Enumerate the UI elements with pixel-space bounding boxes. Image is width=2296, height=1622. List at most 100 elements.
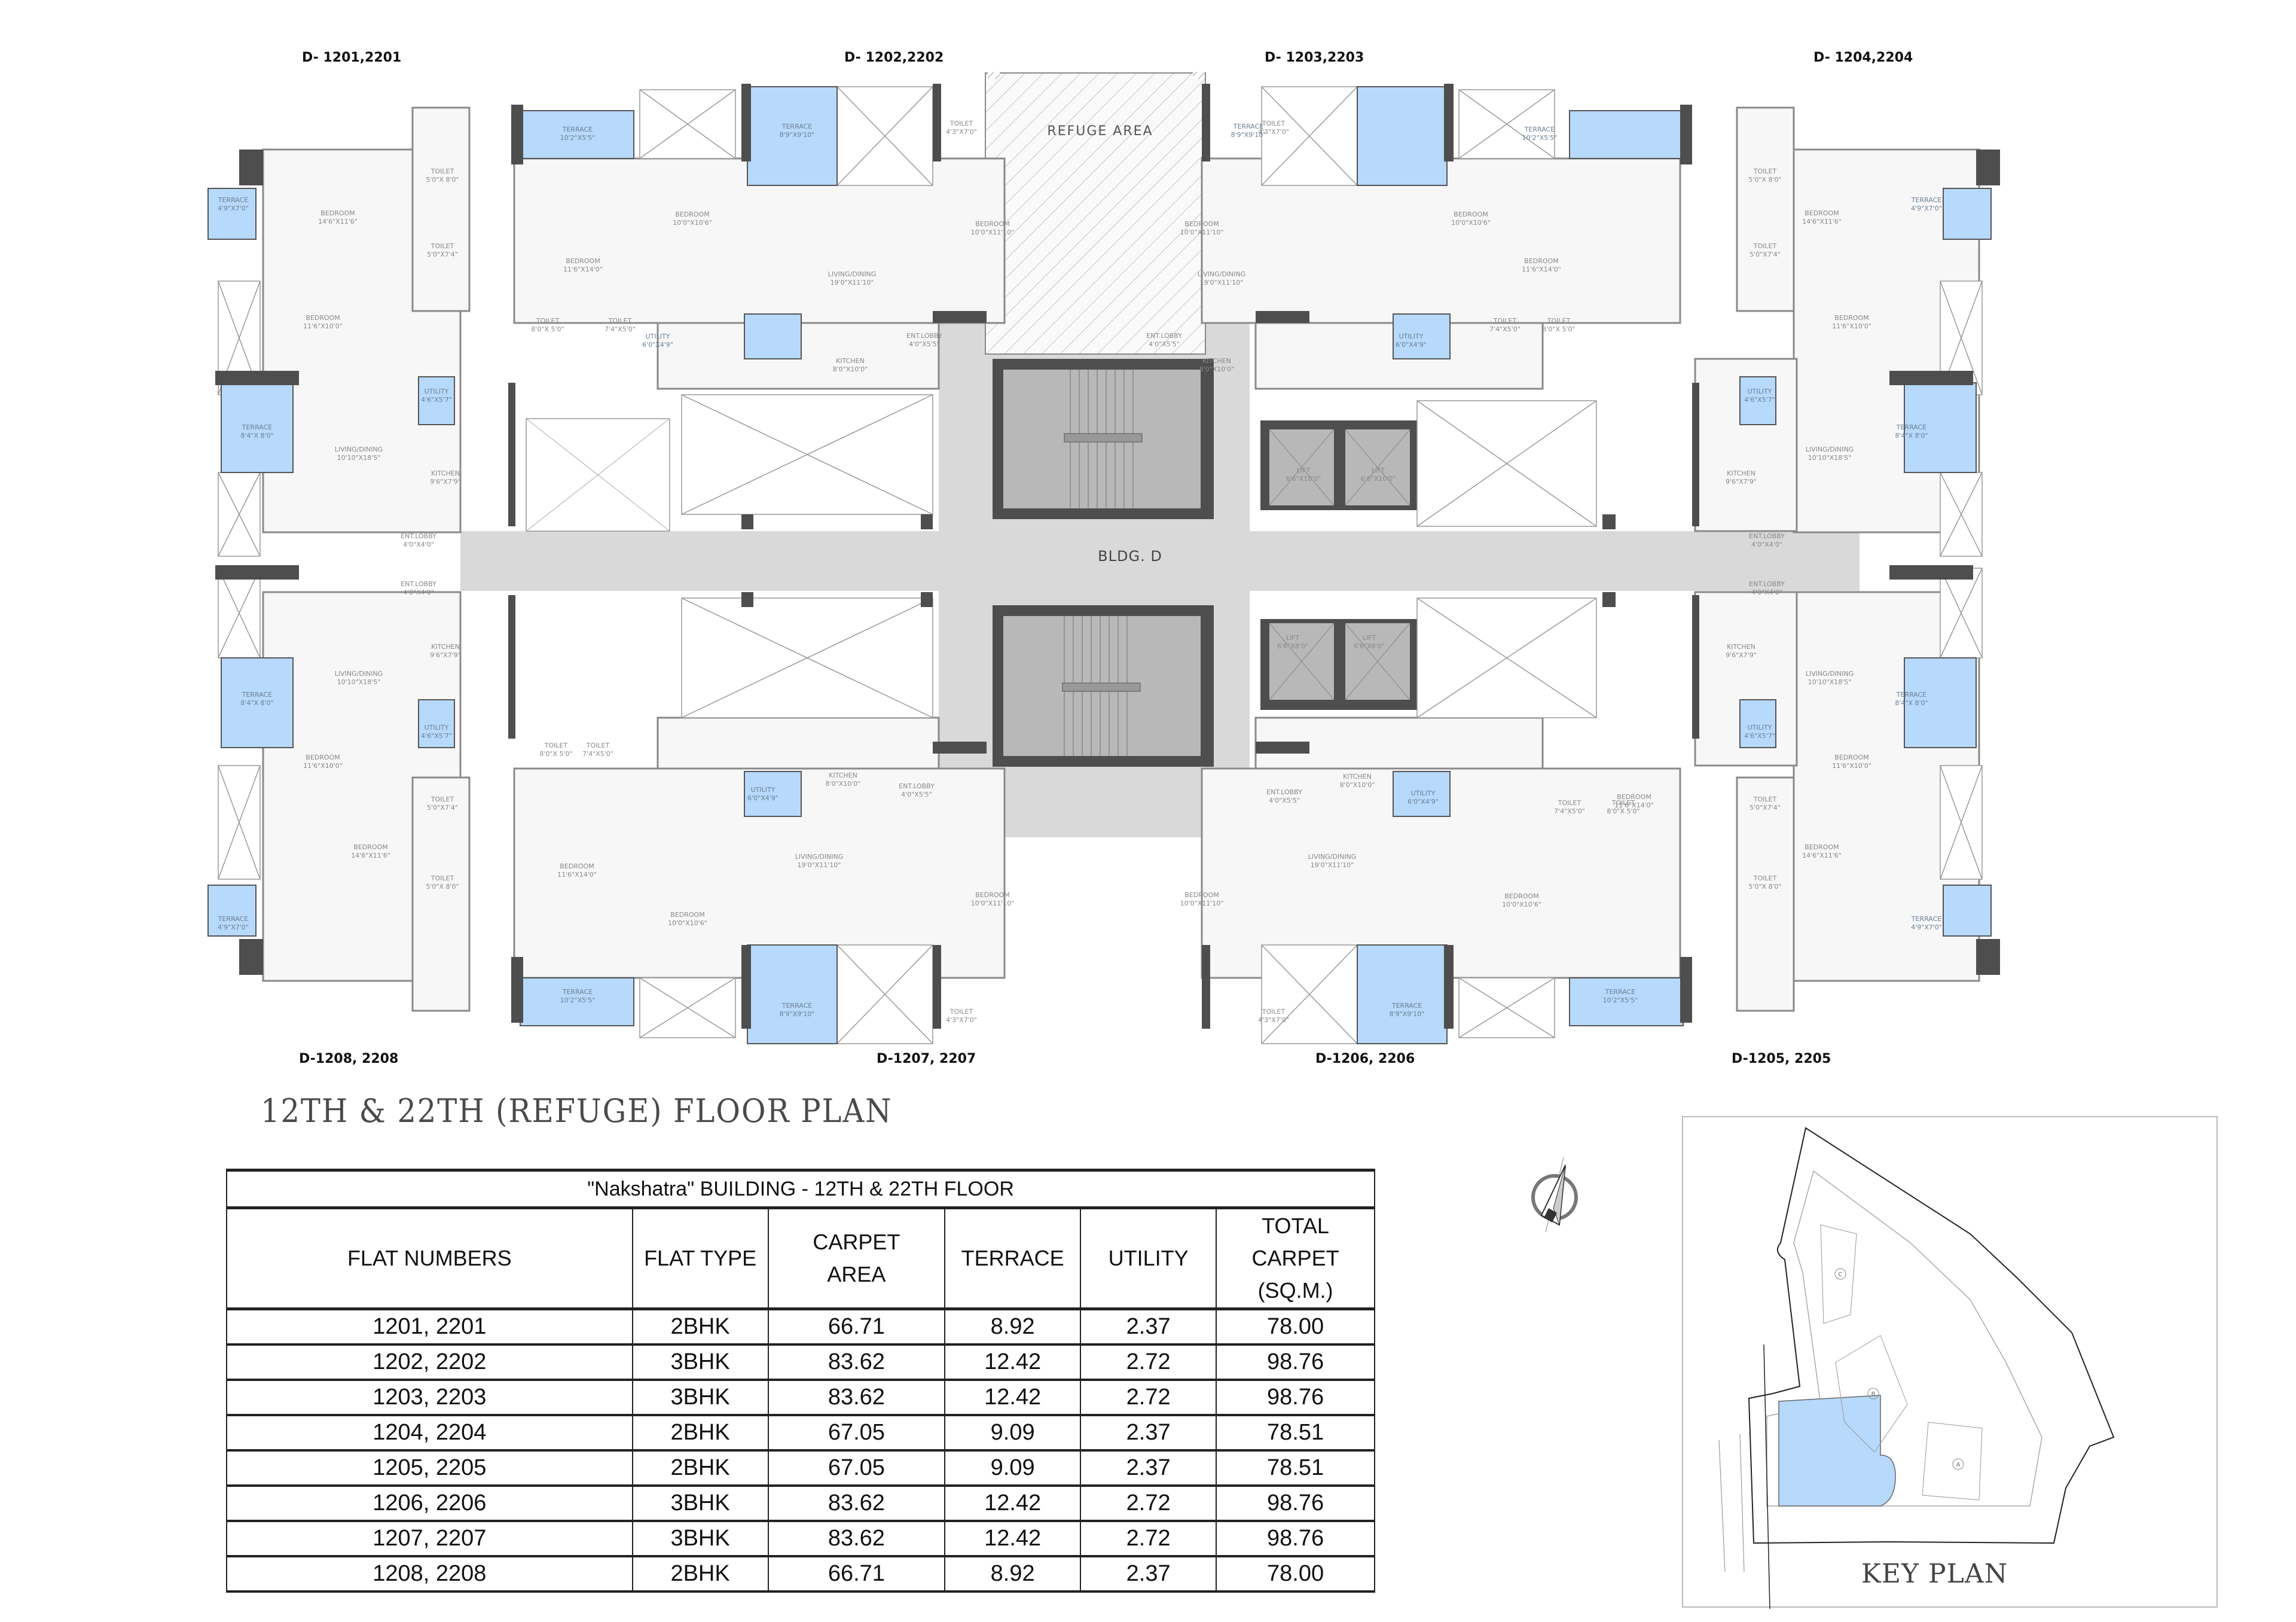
staircase-south [993,605,1214,767]
room-size: 6'0"X4'9" [1407,798,1439,806]
room-name-kitchen: KITCHEN [829,772,857,779]
room-size: 4'0"X4'0" [1751,589,1782,596]
room-size: 7'4"X5'0" [604,325,636,333]
svg-text:REFUGE AREA: REFUGE AREA [1047,124,1153,139]
room-size: 5'0"X7'4" [427,804,458,812]
room-size: 10'0"X10'6" [1502,901,1541,908]
room-name-utility: UTILITY [751,786,775,794]
room-size: 9'6"X7'9" [1726,651,1757,659]
room-name-toilet: TOILET [544,742,568,749]
unit-tag-1206: D-1206, 2206 [1315,1051,1415,1066]
room-size: 7'4"X5'0" [582,750,613,758]
room-name-toilet: TOILET [949,1008,973,1016]
room-name-bedroom: BEDROOM [320,209,355,217]
room-name-terrace: TERRACE [1391,1002,1422,1010]
room-size: 10'2"X5'5" [1603,996,1638,1004]
room-name-bedroom: BEDROOM [1834,754,1868,761]
room-size: 8'0"X 5'0" [1542,325,1575,333]
columns [215,84,2000,1029]
room-name-terrace: TERRACE [562,988,593,996]
room-size: 6'0"X4'9" [642,341,673,349]
room-size: 4'6"X5'7" [1744,396,1775,404]
cell-terrace: 8.92 [944,1556,1082,1593]
room-size: 11'6"X14'0" [1614,801,1654,809]
room-name-living-dining: LIVING/DINING [828,270,877,278]
room-size: 4'3"X7'0" [946,1016,977,1024]
cell-flat-numbers: 1201, 2201 [226,1307,633,1346]
room-name-terrace: TERRACE [562,126,593,133]
svg-text:A: A [1956,1462,1961,1468]
room-size: 4'6"X5'7" [1744,732,1775,740]
col-flat-type: FLAT TYPE [631,1207,769,1310]
room-name-toilet: TOILET [1753,167,1777,175]
cell-carpet-area: 66.71 [767,1556,946,1593]
room-name-toilet: TOILET [1262,120,1286,127]
cell-terrace: 12.42 [944,1344,1082,1381]
room-size: 8'9"X9'10" [780,1010,815,1018]
room-size: 8'0"X10'0" [1199,365,1235,373]
room-name-terrace: TERRACE [242,423,273,431]
cell-flat-numbers: 1207, 2207 [226,1520,633,1557]
room-name-bedroom: BEDROOM [975,220,1009,228]
room-name-kitchen: KITCHEN [1343,773,1372,780]
room-size: 5'0"X 8'0" [426,176,459,184]
room-name-utility: UTILITY [1399,333,1424,340]
room-name-bedroom: BEDROOM [1805,843,1839,851]
cell-utility: 2.72 [1080,1379,1217,1416]
room-name-utility: UTILITY [425,388,449,395]
room-name-terrace: TERRACE [242,691,273,699]
room-size: 5'0"X 8'0" [1748,176,1781,184]
cell-utility: 2.37 [1080,1450,1217,1487]
room-size: 14'6"X11'6" [351,852,390,859]
svg-text:B: B [1871,1391,1876,1398]
room-size: 9'6"X7'9" [1726,478,1757,486]
room-size: 6'6"X10'0" [1286,475,1321,483]
room-size: 8'0"X 5'0" [1607,807,1639,815]
room-size: 6'0"X4'9" [747,794,778,802]
room-size: 4'0"X5'5" [901,791,932,798]
cell-terrace: 8.92 [944,1307,1082,1346]
col-flat-numbers: FLAT NUMBERS [226,1207,633,1310]
room-name-toilet: TOILET [1558,799,1581,807]
room-name-terrace: TERRACE [781,1002,813,1010]
building-label: BLDG. D [1098,548,1162,565]
room-size: 19'0"X11'10" [1200,279,1244,286]
room-size: 4'0"X4'0" [403,541,434,548]
room-size: 8'4"X 8'0" [240,432,273,440]
key-plan-label: KEY PLAN [1861,1559,2008,1589]
room-name-kitchen: KITCHEN [431,469,460,477]
room-name-terrace: TERRACE [1605,988,1636,996]
room-name-ent-lobby: ENT.LOBBY [401,580,436,588]
north-arrow-icon [1531,1157,1578,1232]
room-name-terrace: TERRACE [1896,691,1927,699]
cell-carpet-area: 83.62 [767,1344,946,1381]
cell-flat-type: 3BHK [631,1344,769,1381]
room-size: 6'0"X4'9" [1396,341,1427,349]
room-labels: TERRACE4'9"X7'0"BEDROOM14'6"X11'6"TOILET… [218,120,1942,1024]
room-size: 5'0"X7'4" [1750,804,1781,812]
room-name-terrace: TERRACE [218,915,249,923]
cell-flat-numbers: 1205, 2205 [226,1450,633,1487]
cell-utility: 2.72 [1080,1520,1217,1557]
room-size: 8'0"X 5'0" [539,750,572,758]
unit-tag-1205: D-1205, 2205 [1732,1051,1831,1066]
room-size: 11'6"X10'0" [1832,322,1871,330]
room-size: 4'0"X4'0" [1751,541,1782,548]
table-caption: "Nakshatra" BUILDING - 12TH & 22TH FLOOR [226,1169,1375,1209]
room-size: 6'6"X10'0" [1361,475,1396,483]
room-name-toilet: TOILET [430,167,454,175]
cell-utility: 2.72 [1080,1485,1217,1522]
room-size: 8'4"X 8'0" [1895,432,1928,440]
room-name-bedroom: BEDROOM [675,211,709,218]
room-size: 14'6"X11'6" [1802,218,1842,225]
room-name-lift: LIFT [1286,634,1300,642]
svg-text:C: C [1839,1272,1843,1278]
col-utility: UTILITY [1080,1207,1217,1310]
cell-flat-type: 2BHK [631,1414,769,1452]
room-size: 11'6"X14'0" [1522,266,1561,273]
